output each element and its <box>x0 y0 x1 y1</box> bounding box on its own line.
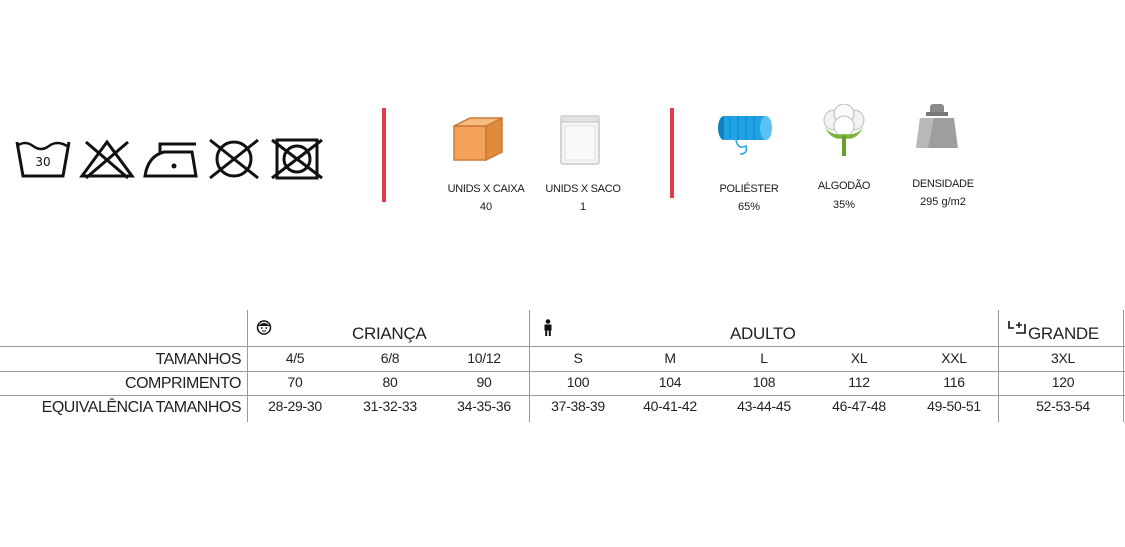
length-cell: 120 <box>1051 374 1075 390</box>
units-per-box-value: 40 <box>479 201 493 213</box>
length-cell: 70 <box>287 374 303 390</box>
size-cell: 3XL <box>1050 350 1075 366</box>
divider-red-1 <box>382 108 386 202</box>
wash-temperature: 30 <box>35 155 50 169</box>
cotton-value: 35% <box>832 199 856 211</box>
length-cell: 100 <box>566 374 590 390</box>
size-cell: L <box>760 350 768 366</box>
size-cell: 4/5 <box>285 350 305 366</box>
column-divider <box>529 310 530 422</box>
group-title-large: GRANDE <box>1028 324 1099 343</box>
equivalence-cell: 46-47-48 <box>832 398 886 414</box>
row-label-sizes: TAMANHOS <box>155 351 242 368</box>
row-divider <box>0 371 1125 372</box>
no-tumble-dry-icon <box>209 138 259 180</box>
length-cell: 80 <box>382 374 398 390</box>
polyester-value: 65% <box>737 201 761 213</box>
adult-icon <box>544 319 552 336</box>
equivalence-cell: 34-35-36 <box>457 398 511 414</box>
equivalence-cell: 52-53-54 <box>1036 398 1090 414</box>
column-divider <box>247 310 248 422</box>
size-cell: 6/8 <box>380 350 400 366</box>
polyester-label: POLIÉSTER <box>719 183 779 195</box>
cotton-icon <box>823 104 865 156</box>
size-cell: 10/12 <box>467 350 501 366</box>
column-divider <box>998 310 999 422</box>
equivalence-cell: 37-38-39 <box>551 398 605 414</box>
wash-30-icon: 30 <box>15 141 71 178</box>
equivalence-cell: 28-29-30 <box>268 398 322 414</box>
no-dry-clean-icon <box>271 138 323 180</box>
bag-icon <box>560 115 600 165</box>
size-cell: XXL <box>941 350 967 366</box>
weight-icon <box>916 104 958 148</box>
column-divider <box>1123 310 1124 422</box>
density-value: 295 g/m2 <box>920 196 966 208</box>
equivalence-cell: 31-32-33 <box>363 398 417 414</box>
iron-low-icon <box>143 142 198 178</box>
size-cell: M <box>664 350 676 366</box>
row-label-length: COMPRIMENTO <box>125 375 241 392</box>
units-per-bag-label: UNIDS X SACO <box>545 183 621 195</box>
length-cell: 108 <box>752 374 776 390</box>
expand-icon <box>1008 321 1026 334</box>
equivalence-cell: 40-41-42 <box>643 398 697 414</box>
group-title-child: CRIANÇA <box>352 324 427 343</box>
size-cell: S <box>573 350 583 366</box>
box-icon <box>453 116 503 162</box>
length-cell: 112 <box>848 374 870 390</box>
divider-red-2 <box>670 108 674 198</box>
cotton-label: ALGODÃO <box>817 180 871 192</box>
polyester-spool-icon <box>718 116 772 155</box>
length-cell: 90 <box>476 374 492 390</box>
size-table: CRIANÇA ADULTO GRANDE TAMANHOS COMPRIMEN… <box>0 310 1125 422</box>
size-cell: XL <box>850 350 868 366</box>
units-per-bag-value: 1 <box>579 201 587 213</box>
no-bleach-icon <box>79 139 135 180</box>
density-label: DENSIDADE <box>912 178 974 190</box>
units-per-box-label: UNIDS X CAIXA <box>447 183 525 195</box>
equivalence-cell: 49-50-51 <box>927 398 981 414</box>
length-cell: 116 <box>943 374 965 390</box>
equivalence-cell: 43-44-45 <box>737 398 791 414</box>
row-divider <box>0 346 1125 347</box>
child-icon <box>256 320 272 335</box>
row-label-equivalence: EQUIVALÊNCIA TAMANHOS <box>41 399 242 416</box>
row-divider <box>0 395 1125 396</box>
length-cell: 104 <box>658 374 682 390</box>
group-title-adult: ADULTO <box>730 324 796 343</box>
